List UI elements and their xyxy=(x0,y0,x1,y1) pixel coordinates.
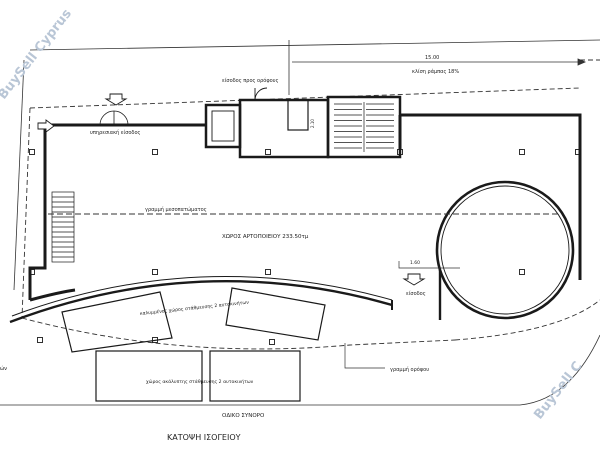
service-door xyxy=(99,110,129,126)
column-marker xyxy=(519,149,525,155)
column-marker xyxy=(29,149,35,155)
column-marker xyxy=(152,269,158,275)
circular-bay xyxy=(435,180,575,320)
stair-core xyxy=(204,87,402,159)
door-arrows xyxy=(37,93,426,286)
column-marker xyxy=(269,339,275,345)
stair-treads xyxy=(334,102,394,152)
watermark-right: BuySell C xyxy=(531,359,585,422)
ramp-arrow xyxy=(288,40,587,95)
column-marker xyxy=(152,149,158,155)
bakery-space-label: ΧΩΡΟΣ ΑΡΤΟΠΟΙΕΙΟΥ 233.50τμ xyxy=(222,234,309,240)
column-marker xyxy=(397,149,403,155)
leader-lines xyxy=(344,261,460,369)
column-marker xyxy=(29,269,35,275)
column-marker xyxy=(265,269,271,275)
column-marker xyxy=(37,337,43,343)
uncovered-parking-label: χώρος ακάλυπτης στάθμευσης 2 αυτοκινήτων xyxy=(146,378,254,385)
mezzanine-label: γραμμή μεσοπατώματος xyxy=(145,206,207,213)
column-marker xyxy=(575,149,581,155)
covered-parking-label: καλυμμένος χώρος στάθμευσης 2 αυτοκινήτω… xyxy=(139,299,249,317)
building-walls xyxy=(28,113,582,302)
plot-boundary xyxy=(0,39,600,406)
service-entrance-label: υπηρεσιακή είσοδος xyxy=(90,129,141,136)
covered-parking-bays xyxy=(61,287,326,353)
ramp-slope-label: κλίση ράμπας 18% xyxy=(412,68,459,75)
column-marker xyxy=(152,337,158,343)
entrance-right-label: είσοδος xyxy=(406,290,426,297)
curved-facade xyxy=(9,276,393,324)
left-stair xyxy=(51,191,75,263)
boundary-label: ΟΔΙΚΟ ΣΥΝΟΡΟ xyxy=(222,413,265,419)
floor-line-outline xyxy=(21,59,600,350)
left-cut-label: ών xyxy=(0,365,7,372)
entrance-upper-label: είσοδος προς ορόφους xyxy=(222,77,279,84)
floor-line-label: γραμμή ορόφου xyxy=(390,366,429,373)
dimension-small: 1.60 xyxy=(410,260,420,266)
column-marker xyxy=(519,269,525,275)
columns xyxy=(29,149,581,345)
plan-title: ΚΑΤΟΨΗ ΙΣΟΓΕΙΟΥ xyxy=(167,433,241,442)
column-marker xyxy=(265,149,271,155)
uncovered-parking-bays xyxy=(95,350,301,402)
dimension-stair: 2.10 xyxy=(310,119,315,128)
watermark-left: BuySell Cyprus xyxy=(0,6,75,102)
ramp-dimension: 15.00 xyxy=(425,55,439,61)
